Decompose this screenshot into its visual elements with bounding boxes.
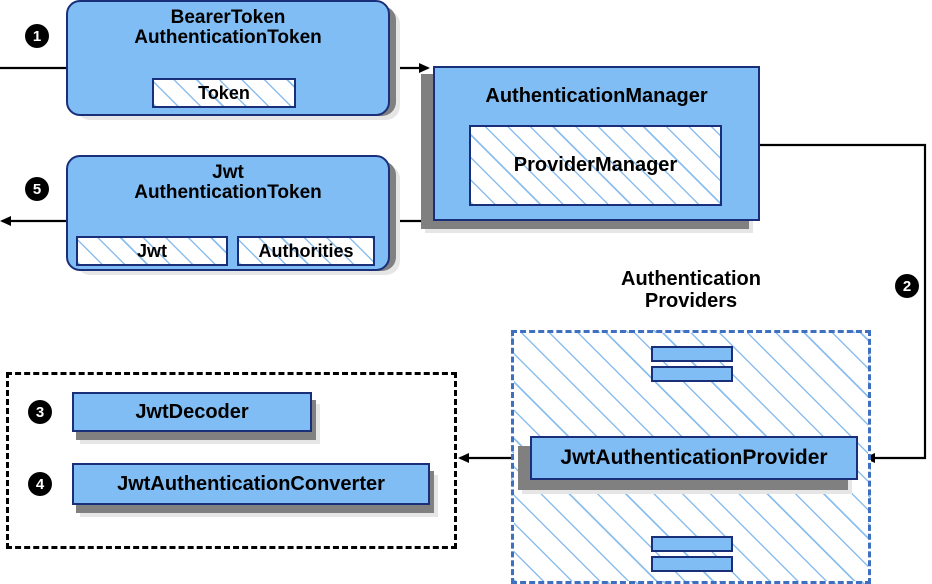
step-badge-2-number: 2 [902,277,912,295]
step-badge-4: 4 [28,472,52,496]
step-badge-2: 2 [895,274,919,298]
node-jwt-authentication-converter[interactable]: JwtAuthenticationConverter [72,463,430,505]
other-provider-bar-top-1 [651,346,733,362]
node-jwt-authentication-provider[interactable]: JwtAuthenticationProvider [530,436,858,480]
step-badge-3-number: 3 [35,403,45,421]
providers-caption-line2: Providers [644,290,738,312]
step-badge-5-number: 5 [32,180,42,198]
jwt-token-inner-jwt-label: Jwt [136,240,167,261]
jwt-token-inner-authorities-label: Authorities [258,240,354,261]
bearer-token-inner-label: Token [198,82,250,103]
jwt-token-line2: AuthenticationToken [134,181,322,203]
jwt-token-inner-authorities: Authorities [237,236,375,266]
step-badge-1-number: 1 [32,27,42,45]
bearer-token-inner-token: Token [152,78,296,108]
step-badge-5: 5 [25,177,49,201]
jwt-token-line1: Jwt [212,162,244,183]
step-badge-4-number: 4 [35,475,45,493]
jwt-converter-label: JwtAuthenticationConverter [117,472,385,495]
auth-manager-title: AuthenticationManager [485,85,708,107]
other-provider-bar-bottom-1 [651,536,733,552]
other-provider-bar-bottom-2 [651,556,733,572]
authentication-providers-caption: Authentication Providers [571,268,811,312]
auth-manager-inner-provider-manager: ProviderManager [469,125,722,206]
bearer-token-line1: BearerToken [170,7,286,28]
step-badge-3: 3 [28,400,52,424]
jwt-decoder-label: JwtDecoder [135,400,249,423]
step-badge-1: 1 [25,24,49,48]
other-provider-bar-top-2 [651,366,733,382]
jwt-provider-label: JwtAuthenticationProvider [560,445,828,469]
providers-caption-line1: Authentication [621,268,761,290]
bearer-token-line2: AuthenticationToken [134,26,322,48]
jwt-token-inner-jwt: Jwt [76,236,228,266]
node-jwt-decoder[interactable]: JwtDecoder [72,392,312,432]
provider-manager-label: ProviderManager [513,154,678,176]
